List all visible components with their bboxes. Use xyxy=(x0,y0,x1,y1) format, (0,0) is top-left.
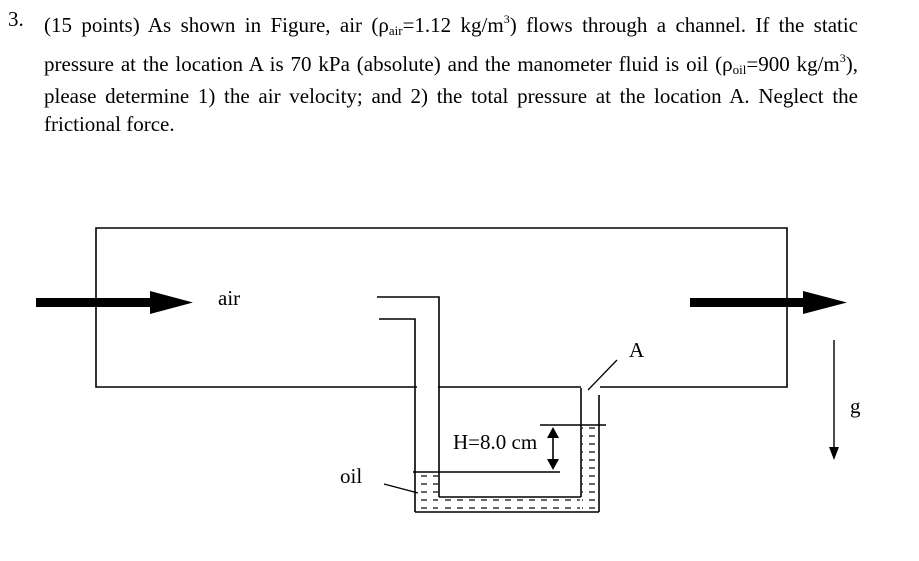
level-lines xyxy=(413,424,606,473)
gravity-label: g xyxy=(850,394,861,418)
manometer-oil xyxy=(416,425,598,511)
gravity-arrow xyxy=(829,340,839,460)
oil-label: oil xyxy=(340,464,362,488)
question-number: 3. xyxy=(8,7,24,31)
pitot-tube xyxy=(377,296,440,497)
height-label: H=8.0 cm xyxy=(453,430,537,454)
oil-leader-line xyxy=(383,483,419,494)
rho-air-subscript: air xyxy=(388,23,403,38)
height-dimension-arrow xyxy=(547,427,559,470)
outlet-flow-arrow xyxy=(690,291,847,314)
channel-outline xyxy=(95,227,788,388)
rho-oil-subscript: oil xyxy=(732,61,747,77)
air-label: air xyxy=(218,286,240,310)
question-points: (15 points) xyxy=(44,13,140,37)
point-a-leader-line xyxy=(587,359,618,391)
problem-statement: 3. (15 points) As shown in Figure, air (… xyxy=(8,6,858,138)
rho-oil-value: =900 kg/m xyxy=(746,51,840,76)
rho-air-value: =1.12 kg/m xyxy=(402,13,504,37)
point-a-label: A xyxy=(629,338,645,362)
inlet-flow-arrow xyxy=(36,291,193,314)
question-body: (15 points) As shown in Figure, air (ρai… xyxy=(44,12,859,136)
